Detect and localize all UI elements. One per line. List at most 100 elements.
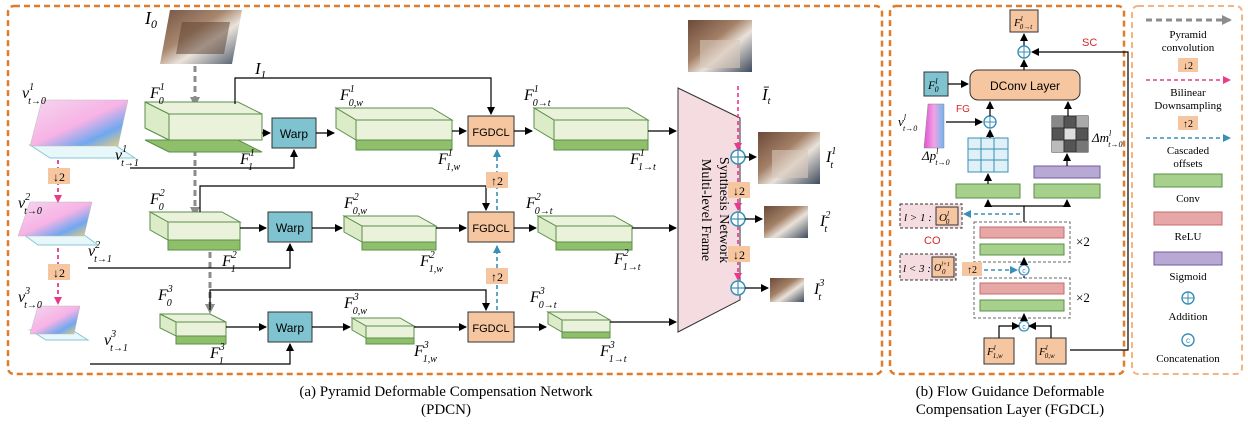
down2-badge-out-1 [728, 182, 750, 198]
output-frame-it3 [770, 278, 804, 302]
legend-cascade-label-2: offsets [1173, 158, 1202, 170]
up2-badge-1-text: ↑2 [491, 174, 503, 188]
fgdcl-border [888, 4, 1126, 376]
up2-badge-fgdcl [962, 262, 982, 276]
up2-badge-1 [486, 172, 508, 188]
legend-conv-label: Conv [1176, 193, 1200, 205]
offset-o0-box [935, 206, 959, 226]
fg-flow-map [923, 103, 945, 149]
cond-l-gt-1-label: l > 1 : [904, 212, 932, 224]
pdcn-caption-2: (PDCN) [421, 402, 471, 418]
dconv-label: DConv Layer [990, 79, 1060, 93]
svg-text:c: c [1022, 324, 1026, 331]
sigmoid-block [1033, 165, 1101, 179]
down2-badge-2 [48, 264, 70, 280]
sc-skip-path [1031, 48, 1129, 351]
flow-map-level3 [28, 305, 90, 341]
offset-grid [967, 137, 1009, 173]
label-it-bar: Īt [761, 85, 771, 107]
group-upper-dashed [973, 221, 1071, 263]
connections-level2 [88, 185, 677, 269]
relu-block-upper [979, 226, 1065, 239]
down2-badge-out-2 [728, 246, 750, 262]
addition-node-l2 [730, 211, 746, 227]
fg-label: FG [956, 104, 970, 115]
feature-stack-f0-l2 [148, 211, 242, 251]
fgdcl-add-fg [983, 115, 997, 129]
legend-addition-icon [1181, 291, 1195, 305]
conv-block-upper [979, 243, 1065, 256]
pdcn-caption-1: (a) Pyramid Deformable Compensation Netw… [299, 384, 593, 400]
legend-sigmoid-swatch [1153, 251, 1223, 266]
legend-relu-swatch [1153, 211, 1223, 226]
sc-label: SC [1082, 37, 1097, 49]
feature-stack-fw-l3 [350, 317, 416, 345]
svg-text:c: c [1186, 336, 1190, 345]
down2-badge-2-text: ↓2 [53, 266, 65, 280]
f0w-to-concat-arrow [1028, 322, 1052, 338]
fgdcl-block-l3 [467, 311, 515, 343]
mask-grid [1051, 115, 1089, 153]
feature-stack-fw-l1 [334, 107, 454, 151]
output-frame-it-bar [688, 20, 752, 72]
legend-bilinear-label-2: Downsampling [1154, 100, 1222, 112]
legend-cascade-badge [1178, 116, 1198, 130]
up2-badge-fgdcl-text: ↑2 [967, 265, 977, 276]
legend-conv-swatch [1153, 173, 1223, 188]
legend-concat-icon: c [1181, 333, 1195, 347]
flow-map-level2 [17, 201, 100, 246]
legend-bilinear-label-1: Bilinear [1170, 87, 1206, 99]
concat-node-upper: c [1018, 264, 1030, 276]
concat-node-lower: c [1018, 320, 1030, 332]
fgdcl-label-l3: FGDCL [472, 323, 509, 335]
legend-pyramid-label-2: convolution [1162, 42, 1215, 54]
legend-sigmoid-label: Sigmoid [1169, 271, 1207, 283]
f1w-input-box [983, 337, 1015, 365]
addition-node-l1 [730, 149, 746, 165]
conv-block-mask [1033, 183, 1101, 199]
warp-block-l2 [267, 211, 313, 243]
synthesis-label-2: Synthesis Network [716, 157, 731, 263]
up2-badge-2-text: ↑2 [491, 270, 503, 284]
conv-block-offset [955, 183, 1021, 199]
offset-o0-next-box [931, 256, 955, 278]
feature-stack-f0-l1 [144, 101, 263, 153]
fgdcl-label-l1: FGDCL [472, 127, 509, 139]
f0w-input-box [1035, 337, 1067, 365]
down2-badge-1 [48, 168, 70, 184]
connections-level3 [90, 289, 677, 365]
warp-label-l2: Warp [276, 221, 305, 235]
synthesis-label-1: Multi-level Frame [698, 159, 713, 261]
legend-concat-label: Concatenation [1156, 353, 1220, 365]
group-lower-dashed [973, 277, 1071, 319]
connections-level1 [130, 77, 677, 169]
warp-label-l3: Warp [276, 321, 305, 335]
feature-stack-ft-l2 [536, 215, 634, 251]
down2-badge-1-text: ↓2 [53, 170, 65, 184]
legend-border [1131, 5, 1243, 375]
legend-cascade-badge-text: ↑2 [1183, 119, 1193, 130]
fgdcl-output-box [1009, 9, 1039, 33]
